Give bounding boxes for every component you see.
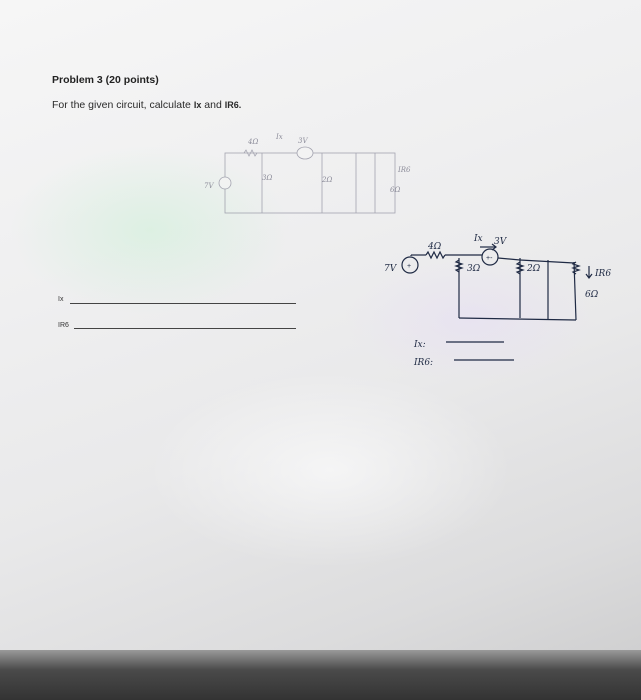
faint-r6-label: 6Ω <box>390 186 400 194</box>
ix-answer-line[interactable] <box>70 303 296 304</box>
problem-title: Problem 3 (20 points) <box>52 74 159 86</box>
voltage-source-7v <box>401 256 419 274</box>
resistor-2ohm <box>515 261 525 275</box>
hw-ir6-label: IR6 <box>594 269 611 279</box>
wire-top-right <box>497 257 521 261</box>
hw-r6-label: 6Ω <box>585 290 599 300</box>
svg-text:+: + <box>407 263 411 270</box>
photo-shadow <box>0 650 641 700</box>
var-ix: Ix <box>193 100 202 110</box>
photo-glare <box>0 0 641 660</box>
resistor-3ohm <box>454 259 464 273</box>
faint-r1-label: 4Ω <box>247 138 258 146</box>
ix-answer-label: Ix <box>58 296 64 303</box>
ix-arrow-head <box>491 243 497 251</box>
hw-r1-label: 4Ω <box>427 242 442 252</box>
resistor-6ohm <box>571 261 581 275</box>
hw-r3-label: 3Ω <box>467 264 481 274</box>
hw-r2-label: 2Ω <box>526 264 541 274</box>
source-polarity-marks: +- + <box>407 255 493 270</box>
ir6-arrow-head <box>585 273 593 279</box>
hw-ix-label: Ix <box>473 234 483 244</box>
and-text: and <box>204 99 222 111</box>
problem-question: For the given circuit, calculate Ix and … <box>52 99 241 111</box>
question-text: For the given circuit, calculate <box>52 99 191 111</box>
faint-r2-label: 2Ω <box>321 176 332 184</box>
hw-ix-answer-label: Ix: <box>413 340 426 350</box>
faint-ix-label: Ix <box>275 133 283 141</box>
hw-ir6-answer-label: IR6: <box>413 358 433 368</box>
faint-vsrc-label: 7V <box>204 182 214 190</box>
resistor-4ohm <box>425 250 446 260</box>
faint-v3-label: 3V <box>298 137 308 145</box>
hw-vsrc-label: 7V <box>384 264 398 274</box>
ir6-answer-label: IR6 <box>58 322 69 329</box>
var-ir6: IR6. <box>224 100 242 110</box>
wire-top-outer <box>519 259 575 264</box>
ir6-answer-line[interactable] <box>74 328 296 329</box>
voltage-source-3v <box>481 248 499 266</box>
hw-v3-label: 3V <box>494 237 508 247</box>
faint-r3-label: 3Ω <box>262 174 272 182</box>
faint-ir6-label: IR6 <box>397 166 411 174</box>
wire-bottom <box>458 317 577 321</box>
svg-text:+-: +- <box>486 255 493 262</box>
